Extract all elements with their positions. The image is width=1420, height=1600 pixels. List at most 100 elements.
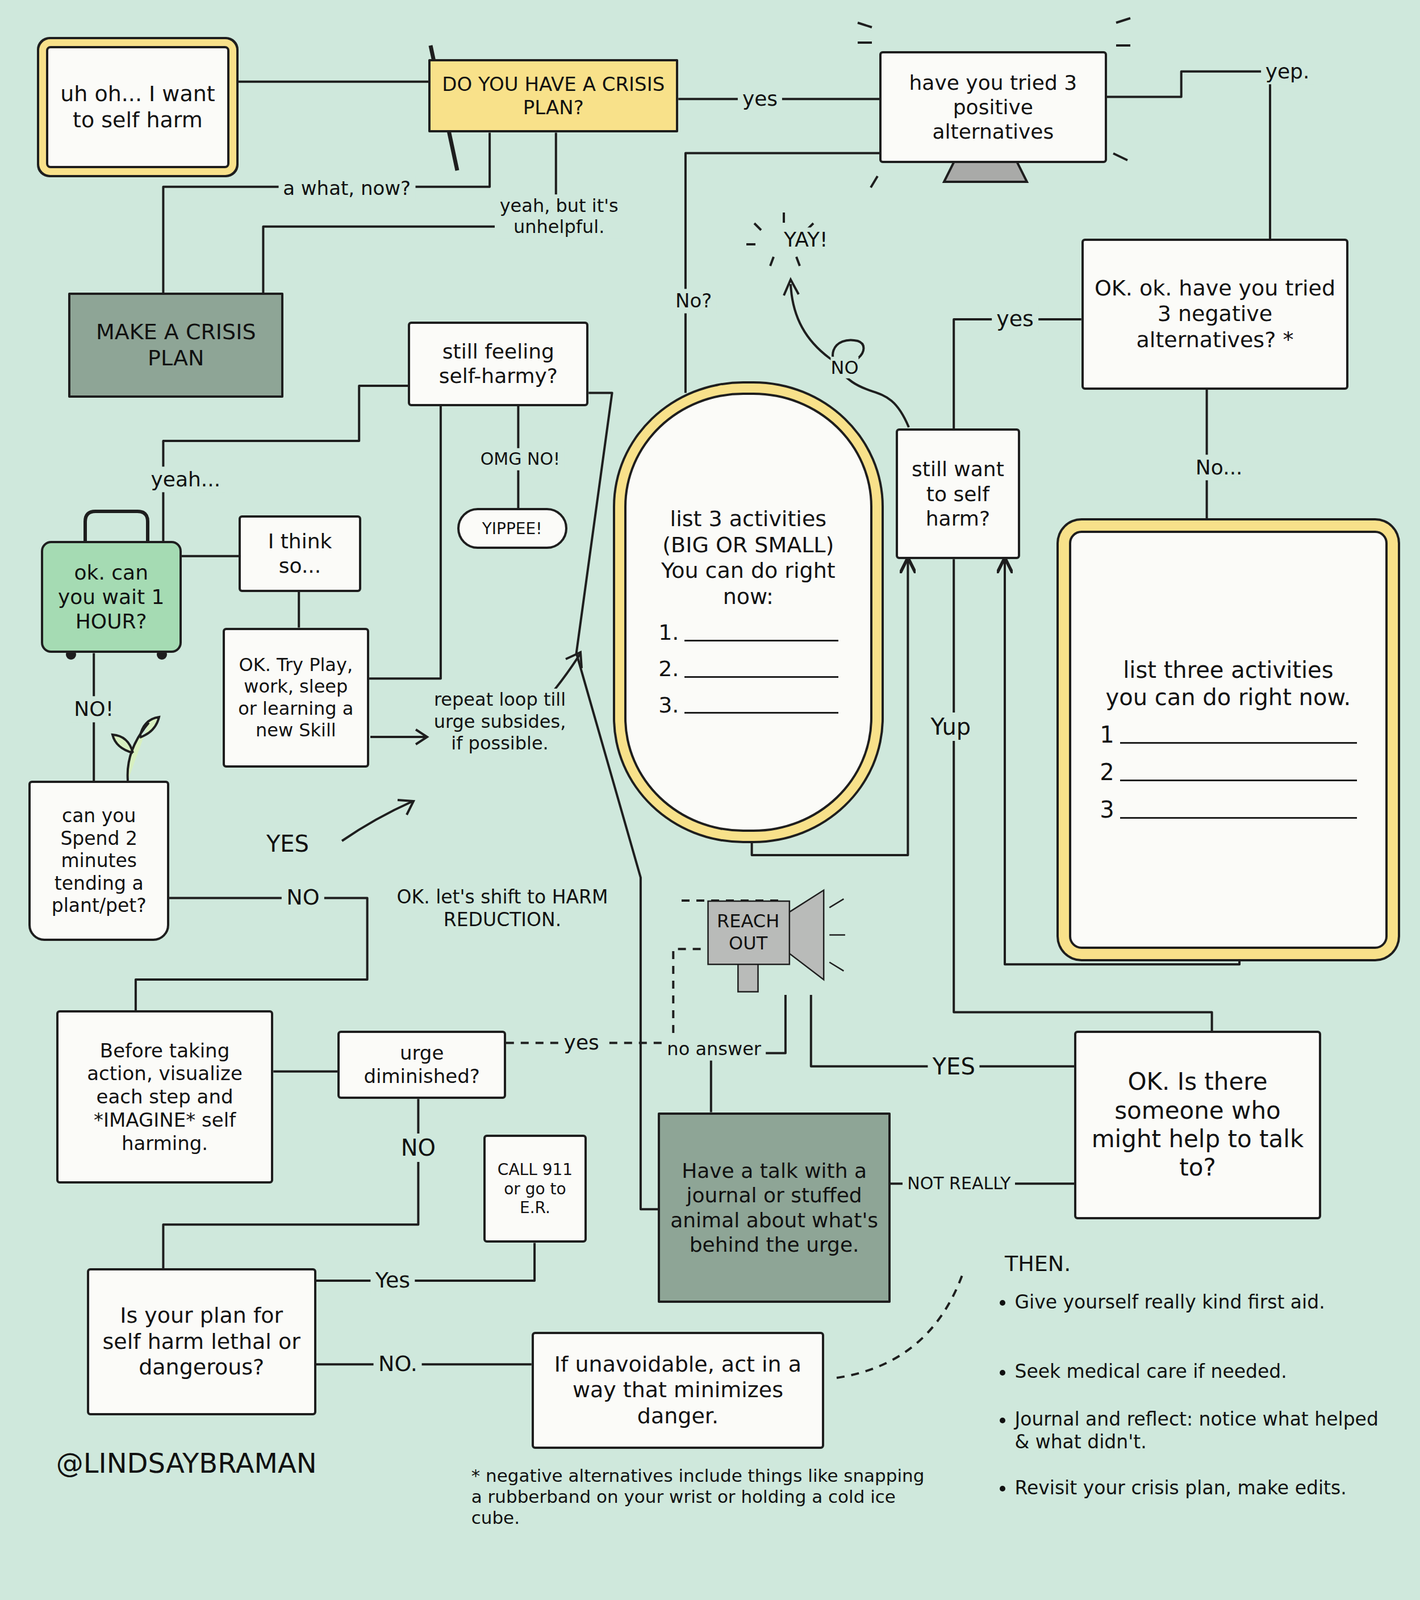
node-text: still want to self harm? (907, 456, 1009, 531)
edge-label: NO (281, 884, 324, 912)
node-text: still feeling self-harmy? (419, 339, 578, 388)
edge-word: YES (266, 829, 309, 858)
connector (1107, 71, 1271, 240)
megaphone-shape (703, 885, 847, 995)
monitor-box: have you tried 3 positive alternatives (879, 51, 1108, 164)
node-text: can you Spend 2 minutes tending a plant/… (39, 804, 158, 917)
node-text: If unavoidable, act in a way that minimi… (543, 1351, 813, 1430)
edge-label: yes (559, 1029, 604, 1056)
connector (685, 152, 880, 393)
suitcase-handle (85, 511, 148, 543)
list-number: 3 (1099, 795, 1357, 824)
question-box: Is your plan for self harm lethal or dan… (86, 1267, 317, 1415)
node-text: CALL 911 or go to E.R. (494, 1159, 575, 1218)
list-number: 2 (1099, 758, 1357, 786)
yes-arrow (341, 800, 413, 841)
plant-pot-box: can you Spend 2 minutes tending a plant/… (28, 780, 170, 941)
arrow-head (415, 729, 428, 745)
list-frame: list three activities you can do right n… (1068, 530, 1388, 949)
node-text: OK. Is there someone who might help to t… (1085, 1067, 1310, 1183)
node-text: YIPPEE! (482, 519, 543, 539)
edge-label: NO! (69, 696, 119, 722)
node-text: REACH OUT (709, 909, 787, 954)
edge-label: No... (1191, 454, 1248, 480)
node-text: Is your plan for self harm lethal or dan… (98, 1302, 306, 1381)
list-mirror: list 3 activities (BIG OR SMALL) You can… (624, 392, 872, 831)
plant-sprig (112, 716, 160, 781)
question-box: OK. ok. have you tried 3 negative altern… (1081, 238, 1349, 390)
connector (229, 80, 429, 83)
monitor-sparkles (857, 18, 1131, 188)
question-box: still want to self harm? (895, 428, 1021, 559)
connector (181, 554, 240, 558)
footnote: * negative alternatives include things l… (471, 1464, 931, 1529)
bullet-item: Journal and reflect: notice what helped … (997, 1407, 1380, 1453)
edge-label: yes (737, 86, 783, 112)
edge-word: NO (830, 356, 859, 378)
node-text: list 3 activities (BIG OR SMALL) You can… (658, 506, 838, 610)
node-text: OK. Try Play, work, sleep or learning a … (234, 653, 359, 742)
monitor-stand (944, 161, 1027, 182)
connector (297, 591, 300, 628)
node-text: Before taking action, visualize each ste… (67, 1038, 263, 1155)
loop-arrow (370, 735, 428, 738)
connector (506, 948, 704, 1043)
edge-label: OMG NO! (475, 448, 565, 471)
node-text: ok. can you wait 1 HOUR? (52, 560, 171, 634)
connector (273, 1070, 338, 1073)
answer-box: I think so... (238, 515, 362, 592)
edge-label: yeah... (146, 466, 226, 492)
loop-note: repeat loop till urge subsides, if possi… (433, 688, 566, 754)
question-banner: DO YOU HAVE A CRISIS PLAN? (428, 59, 679, 133)
node-text: MAKE A CRISIS PLAN (79, 319, 273, 371)
list-number: 1 (1099, 720, 1357, 749)
list-number: 1. (658, 619, 838, 646)
arrow-head (397, 799, 414, 815)
node-text: Have a talk with a journal or stuffed an… (669, 1158, 879, 1257)
harm-reduction-note: OK. let's shift to HARM REDUCTION. (382, 885, 622, 931)
edge-label: yep. (1260, 58, 1315, 85)
start-frame: uh oh... I want to self harm (46, 46, 230, 169)
arrow-head (783, 279, 799, 296)
list-number: 2. (658, 656, 838, 683)
process-box: Before taking action, visualize each ste… (56, 1009, 274, 1184)
suitcase-box: ok. can you wait 1 HOUR? (40, 540, 182, 654)
megaphone-label-area: REACH OUT (709, 901, 787, 963)
question-box: urge diminished? (337, 1030, 506, 1099)
connector (135, 898, 368, 1011)
megaphone: REACH OUT (703, 885, 847, 995)
action-box: Have a talk with a journal or stuffed an… (657, 1112, 891, 1303)
node-text: OK. ok. have you tried 3 negative altern… (1092, 275, 1338, 354)
edge-label: no answer (662, 1037, 766, 1061)
edge-label: Yes (370, 1266, 415, 1294)
node-text: uh oh... I want to self harm (57, 81, 219, 133)
connector (316, 1242, 535, 1281)
edge-label: Yup (926, 712, 976, 741)
connector (953, 319, 1082, 429)
then-heading: THEN. (1004, 1250, 1071, 1277)
node-text: I think so... (249, 528, 350, 578)
edge-label: No? (670, 288, 717, 313)
connector (316, 1362, 532, 1365)
node-text: list three activities you can do right n… (1099, 656, 1357, 711)
connector (369, 406, 441, 679)
edge-label: NOT REALLY (902, 1172, 1016, 1195)
edge-label: yes (991, 305, 1039, 333)
question-box: OK. Is there someone who might help to t… (1074, 1030, 1322, 1219)
edge-label: YES (928, 1051, 980, 1081)
process-box: If unavoidable, act in a way that minimi… (531, 1331, 825, 1449)
bullet-item: Give yourself really kind first aid. (997, 1290, 1380, 1314)
list-number: 3. (658, 692, 838, 719)
node-text: DO YOU HAVE A CRISIS PLAN? (439, 72, 667, 120)
edge-label: NO (396, 1133, 441, 1162)
megaphone-body (708, 890, 846, 992)
node-text: urge diminished? (348, 1041, 495, 1088)
emergency-box: CALL 911 or go to E.R. (483, 1134, 587, 1243)
edge-label: a what, now? (278, 176, 416, 202)
edge-label: yeah, but it's unhelpful. (494, 194, 624, 239)
edge-label: NO. (373, 1350, 423, 1378)
signature: @LINDSAYBRAMAN (56, 1446, 317, 1480)
yay-text: YAY! (783, 227, 828, 252)
bullet-item: Revisit your crisis plan, make edits. (997, 1476, 1380, 1499)
